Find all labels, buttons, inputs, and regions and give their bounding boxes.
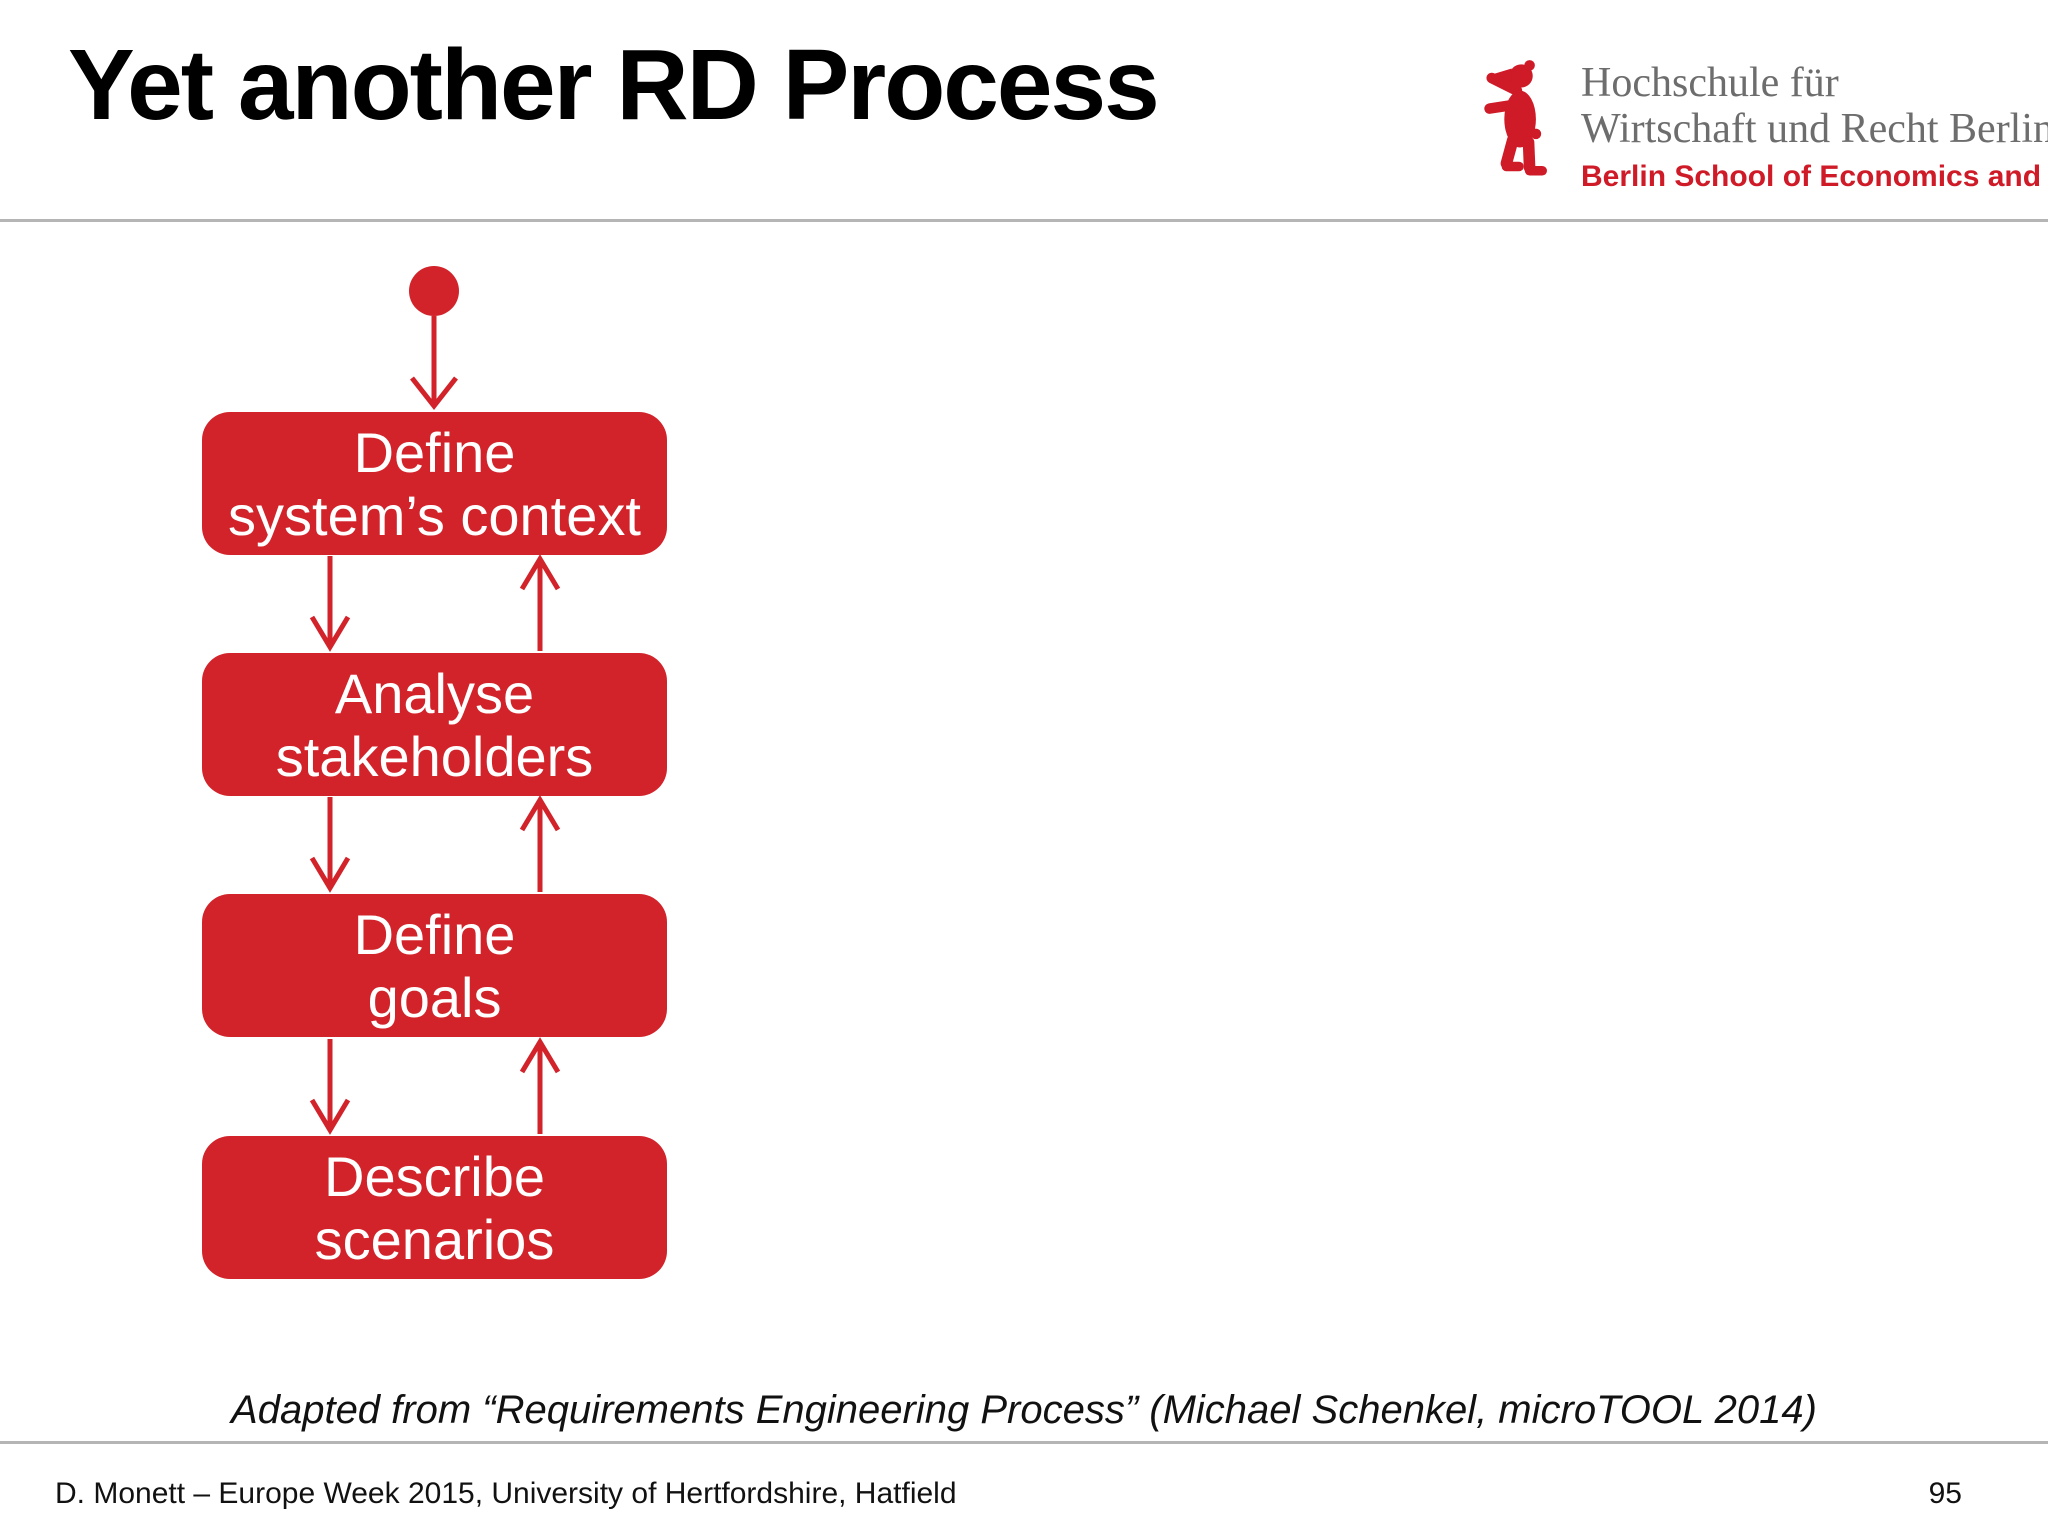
header-divider bbox=[0, 219, 2048, 222]
arrow-node2-to-node1-up bbox=[519, 554, 561, 651]
arrow-node3-to-node2-up bbox=[519, 795, 561, 892]
node-label-line1: Describe bbox=[324, 1144, 545, 1208]
node-label-line1: Define bbox=[353, 902, 516, 966]
university-logo: Hochschule für Wirtschaft und Recht Berl… bbox=[1483, 58, 2048, 194]
arrow-node1-to-node2-down bbox=[309, 556, 351, 652]
node-label-line1: Analyse bbox=[334, 661, 535, 725]
footer-credit: D. Monett – Europe Week 2015, University… bbox=[55, 1477, 957, 1510]
berlin-bear-icon bbox=[1484, 60, 1547, 176]
slide-title: Yet another RD Process bbox=[68, 29, 1160, 141]
flow-node-define-systems-context: Define system’s context bbox=[202, 412, 667, 555]
arrow-node4-to-node3-up bbox=[519, 1037, 561, 1134]
flow-node-analyse-stakeholders: Analyse stakeholders bbox=[202, 653, 667, 796]
arrow-node2-to-node3-down bbox=[309, 797, 351, 893]
footer-divider bbox=[0, 1441, 2048, 1444]
arrow-start-to-node1 bbox=[410, 316, 458, 411]
logo-institution-english: Berlin School of Economics and Law bbox=[1581, 160, 2048, 193]
node-label-line2: stakeholders bbox=[275, 724, 594, 788]
initial-state-dot bbox=[409, 266, 459, 316]
flow-node-define-goals: Define goals bbox=[202, 894, 667, 1037]
logo-text: Hochschule für Wirtschaft und Recht Berl… bbox=[1581, 58, 2048, 194]
logo-institution-line1: Hochschule für bbox=[1581, 60, 1839, 106]
node-label-line2: scenarios bbox=[314, 1207, 555, 1271]
flow-node-describe-scenarios: Describe scenarios bbox=[202, 1136, 667, 1279]
logo-institution-line2: Wirtschaft und Recht Berlin bbox=[1581, 106, 2048, 152]
node-label-line2: goals bbox=[367, 965, 502, 1029]
node-label-line1: Define bbox=[353, 420, 516, 484]
source-caption: Adapted from “Requirements Engineering P… bbox=[231, 1388, 1817, 1432]
node-label-line2: system’s context bbox=[228, 483, 641, 547]
arrow-node3-to-node4-down bbox=[309, 1039, 351, 1135]
page-number: 95 bbox=[1928, 1477, 1962, 1510]
